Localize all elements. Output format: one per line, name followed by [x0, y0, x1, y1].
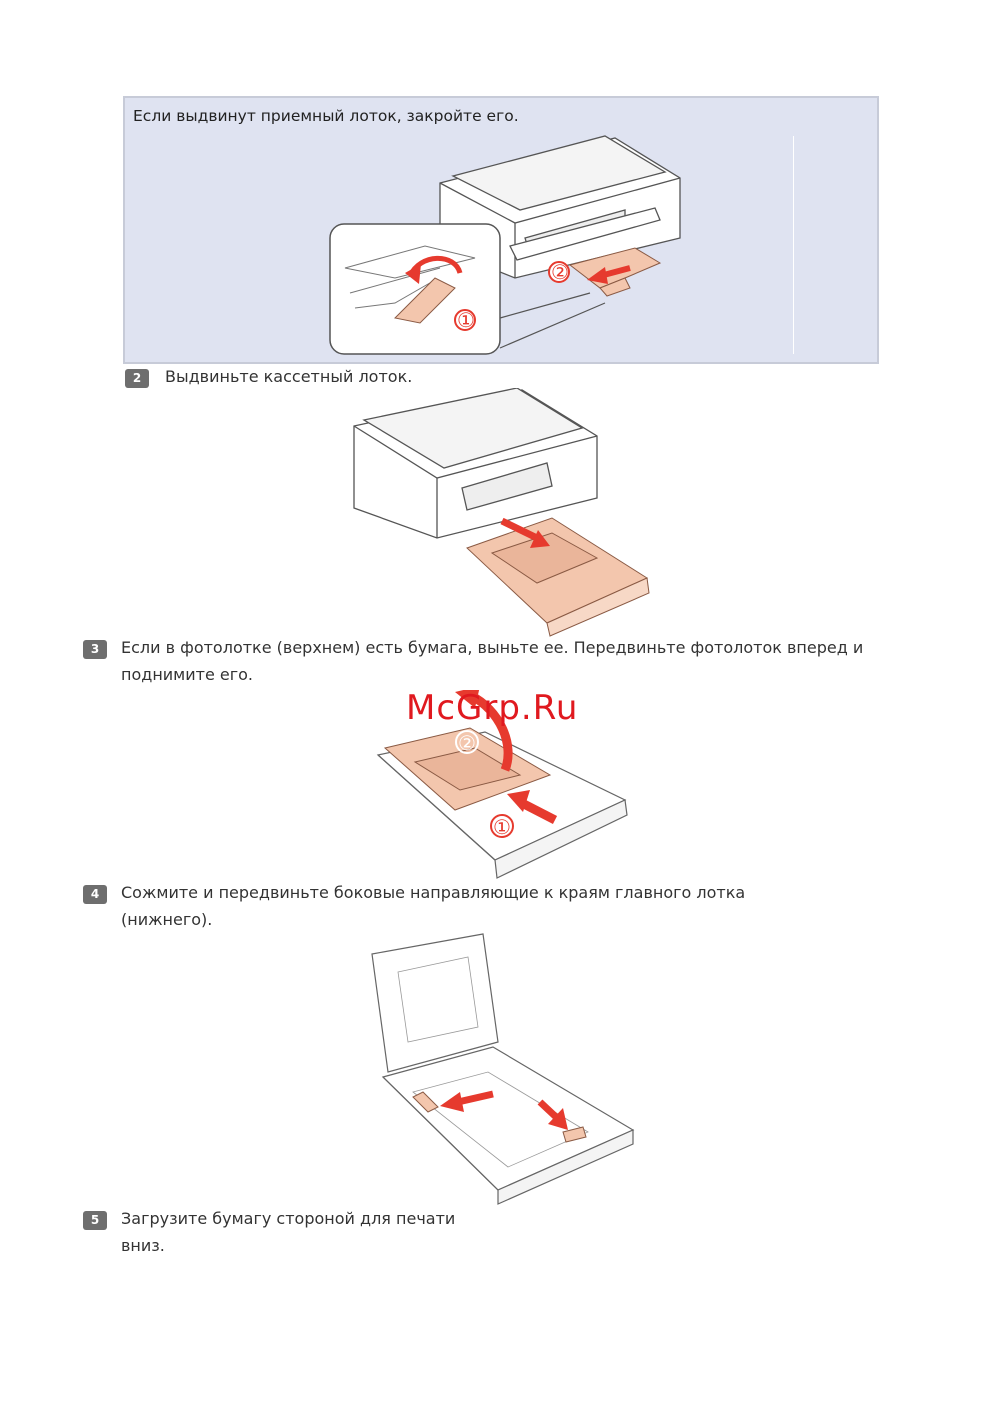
edge-guides-illustration: [371, 933, 635, 1205]
callout-2: ②: [551, 260, 569, 284]
watermark: McGrp.Ru: [406, 688, 579, 728]
note-text: Если выдвинут приемный лоток, закройте е…: [133, 107, 519, 125]
cassette-pull-illustration: [353, 388, 650, 637]
step-2-text: Выдвиньте кассетный лоток.: [165, 367, 413, 386]
step-3-text-line2: поднимите его.: [121, 665, 254, 684]
photo-tray-illustration: ② ①: [376, 690, 628, 879]
output-tray-illustration: ② ①: [329, 135, 681, 355]
step-5-text-line1: Загрузите бумагу стороной для печати: [121, 1209, 456, 1228]
note-divider: [793, 136, 794, 354]
note-box: Если выдвинут приемный лоток, закройте е…: [123, 96, 879, 364]
step-3-text-line1: Если в фотолотке (верхнем) есть бумага, …: [121, 638, 864, 657]
step-4-text-line2: (нижнего).: [121, 910, 213, 929]
callout-1: ①: [457, 308, 475, 332]
step-4-text-line1: Сожмите и передвиньте боковые направляющ…: [121, 883, 746, 902]
step-3-badge: 3: [83, 640, 107, 659]
step-5-badge: 5: [83, 1211, 107, 1230]
callout-1: ①: [493, 815, 511, 839]
step-5-text-line2: вниз.: [121, 1236, 165, 1255]
callout-2: ②: [458, 731, 476, 755]
step-4-badge: 4: [83, 885, 107, 904]
step-2-badge: 2: [125, 369, 149, 388]
